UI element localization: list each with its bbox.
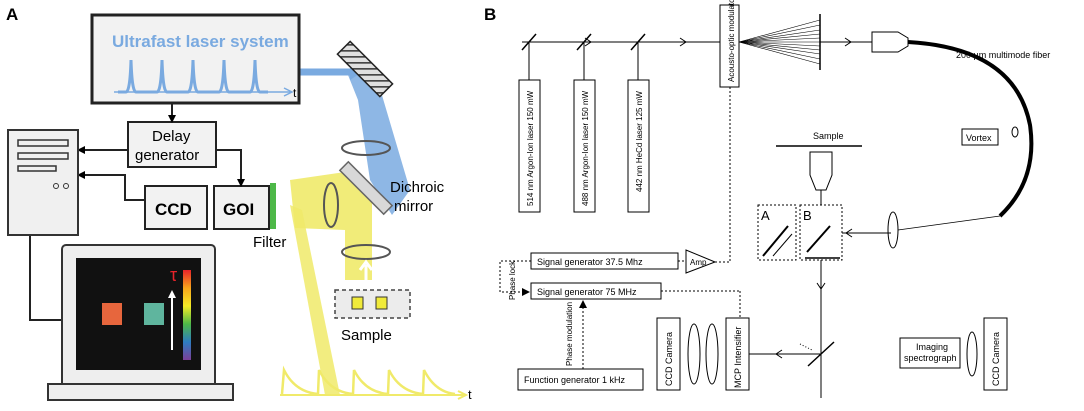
fluorescence-decays [280, 365, 456, 396]
laser-system-title: Ultrafast laser system [112, 32, 289, 51]
laser-442-label: 442 nm HeCd laser 125 mW [635, 91, 644, 192]
sample-lens [341, 244, 391, 260]
spectrograph-lens [966, 331, 978, 377]
tau-symbol: τ [170, 265, 177, 285]
excitation-lens-b [887, 211, 899, 249]
ccd-label: CCD [155, 200, 192, 219]
computer-tower [7, 129, 79, 236]
dichroic-label-line1: Dichroic [390, 179, 445, 196]
decay-time-axis-label: t [468, 387, 472, 402]
panel-a: A Ultrafast laser system t Dichroic mirr… [6, 5, 472, 402]
vortex-box [961, 128, 999, 146]
relay-lens-2 [705, 323, 719, 385]
panel-a-letter: A [6, 5, 18, 24]
flip-mirror [807, 341, 835, 367]
delay-label-line1: Delay [152, 128, 191, 145]
laser-time-axis-label: t [293, 86, 297, 100]
dichroic-mirror [338, 160, 394, 216]
sample-well-2 [375, 296, 388, 310]
filter [270, 183, 276, 229]
optics-a-label: A [761, 208, 770, 223]
fiber-label: 200 μm multimode fiber [956, 50, 1050, 60]
wire-delay-goi [216, 149, 245, 187]
emission-beam-lower [290, 205, 340, 395]
laser-pulses [118, 59, 268, 94]
image-spot-teal [144, 303, 164, 325]
amp-triangle [685, 249, 717, 274]
signal-generator-37-label: Signal generator 37.5 Mhz [537, 257, 643, 267]
sample-well-1 [351, 296, 364, 310]
excitation-beam [348, 75, 410, 215]
filter-label: Filter [253, 234, 286, 251]
top-mirror [336, 40, 394, 98]
lifetime-color-bar [183, 270, 191, 360]
ccd-camera-label-2: CCD Camera [991, 332, 1001, 386]
ccd-box [144, 185, 208, 230]
goi-box [213, 185, 270, 230]
relay-lens-1 [687, 323, 701, 385]
dichroic-label-line2: mirror [394, 198, 433, 215]
phase-lock-label: Phase lock [508, 260, 517, 300]
laser-442-box [627, 79, 650, 213]
fiber-coupler [871, 31, 909, 53]
mcp-label: MCP Intensifier [733, 327, 743, 388]
excitation-lens [341, 140, 391, 156]
monitor-stand [47, 383, 234, 401]
panel-b-letter: B [484, 5, 496, 24]
sample-label: Sample [341, 327, 392, 344]
aom-label: Acousto-optic modulator [727, 0, 736, 82]
laser-514-box [518, 79, 541, 213]
laser-488-box [573, 79, 596, 213]
ccd-camera-label: CCD Camera [664, 332, 674, 386]
goi-label: GOI [223, 200, 254, 219]
function-generator-label: Function generator 1 kHz [524, 375, 626, 385]
signal-generator-75-label: Signal generator 75 MHz [537, 287, 637, 297]
ccd-camera-box [656, 317, 681, 391]
laser-514-label: 514 nm Argon-Ion laser 150 mW [526, 90, 535, 206]
function-generator [517, 368, 644, 391]
emission-lens [323, 182, 339, 228]
image-spot-orange [102, 303, 122, 325]
laser-488-label: 488 nm Argon-Ion laser 150 mW [581, 90, 590, 206]
wire-ccd-computer [77, 171, 145, 201]
panel-b: B 514 nm Argon-Ion laser 150 mW 488 nm A… [484, 0, 1050, 398]
wire-computer-monitor [29, 235, 62, 321]
sample-holder [334, 289, 411, 319]
delay-label-line2: generator [135, 147, 199, 164]
phase-modulation-label: Phase modulation [565, 302, 574, 366]
imaging-spectrograph-box [899, 337, 961, 369]
multimode-fiber [907, 40, 1034, 218]
vortex-label: Vortex [966, 133, 992, 143]
optics-b-label: B [803, 208, 812, 223]
objective [809, 151, 833, 191]
amp-label: Amp [690, 258, 707, 267]
delay-generator-box [127, 121, 217, 168]
ccd-camera-box-2 [983, 317, 1008, 391]
sample-label-b: Sample [813, 131, 844, 141]
monitor-screen [76, 258, 201, 370]
diffraction-fan [738, 19, 821, 65]
